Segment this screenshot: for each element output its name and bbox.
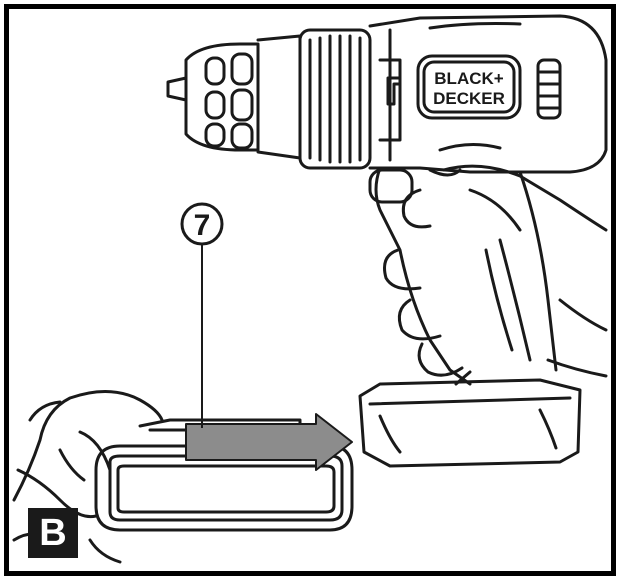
drill-housing [368, 14, 608, 174]
insert-direction-arrow [185, 413, 353, 471]
hand-holding-drill [383, 164, 608, 378]
drill-chuck [184, 42, 260, 152]
hand-holding-battery [12, 389, 164, 564]
callout-number: 7 [194, 209, 211, 242]
drill-handle [368, 166, 558, 386]
drill-bit-tip [166, 76, 188, 102]
callout-circle [180, 202, 224, 246]
direction-switch-icon [386, 76, 402, 106]
figure-label: B [28, 508, 78, 558]
drill-foot [358, 370, 582, 468]
battery-body [94, 444, 354, 532]
brand-text-line-1: BLACK+ [434, 69, 503, 88]
figure-frame [4, 4, 616, 576]
drill [166, 14, 608, 468]
brand-text-line-2: DECKER [433, 89, 505, 108]
trigger [368, 168, 414, 204]
brand-badge [416, 54, 522, 120]
drill-clutch-collar [256, 28, 372, 170]
speed-dial [536, 58, 562, 120]
